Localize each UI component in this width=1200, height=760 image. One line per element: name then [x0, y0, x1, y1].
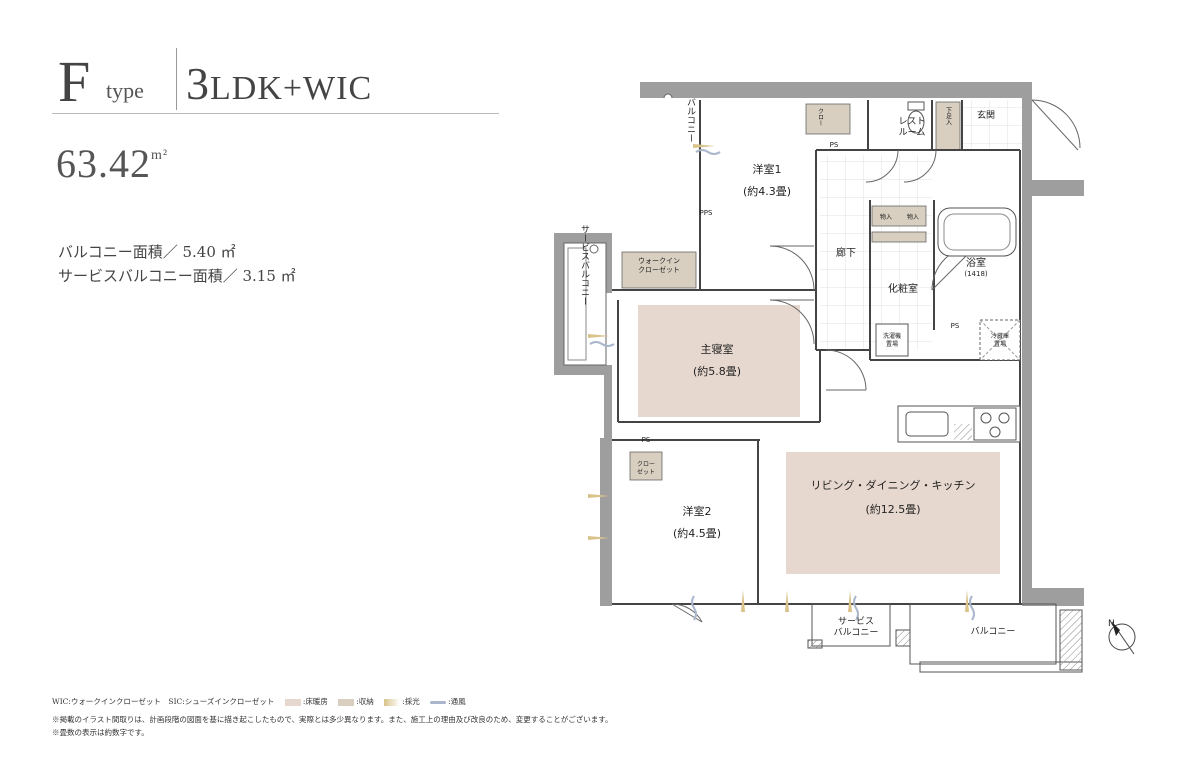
storage1-label: 物入: [880, 213, 892, 221]
floor-area-unit: m²: [151, 147, 169, 163]
kitchen-counter: [897, 405, 1021, 443]
type-word: type: [106, 78, 144, 103]
storage2-label: 物入: [907, 213, 919, 221]
washer-space: [875, 323, 909, 357]
note-disclaimer: ※掲載のイラスト間取りは、計画段階の図面を基に描き起こしたもので、実際とは多少異…: [52, 715, 613, 724]
washer-line2: 置場: [886, 340, 898, 348]
bath-name: 浴室: [966, 256, 986, 269]
compass-label: N: [1108, 619, 1115, 629]
washer-line1: 洗濯機: [883, 332, 901, 340]
ps-western2: PS: [642, 436, 651, 444]
toilet: [907, 101, 925, 134]
ps-top: PS: [830, 141, 839, 149]
legend-floor-heating: :床暖房: [302, 697, 328, 706]
bottom-balconies: [807, 603, 1083, 673]
closet2-line2: ゼット: [637, 468, 655, 476]
walkin-closet-line1: ウォークイン: [638, 257, 680, 265]
legend-ventilation: :通風: [448, 697, 466, 706]
header-rule: [52, 113, 499, 114]
room-labels: 洋室1 (約4.3畳) 主寝室 (約5.8畳) 洋室2 (約4.5畳) リビング…: [579, 97, 1015, 638]
restroom-line2: ルーム: [899, 127, 926, 138]
ldk-name: リビング・ダイニング・キッチン: [811, 478, 976, 492]
walkin-closet-line2: クローゼット: [638, 265, 680, 274]
closet1-line1: クロー: [817, 108, 824, 126]
western1-size: (約4.3畳): [743, 184, 791, 198]
plan-type: 3LDK+WIC: [186, 58, 372, 115]
legend-floor-heating-swatch: [284, 698, 301, 706]
ventilation-marks: [589, 149, 975, 621]
corridor-label: 廊下: [836, 246, 856, 259]
service-balcony-bottom-line1: サービス: [838, 616, 874, 627]
legend-daylight: :採光: [402, 697, 420, 706]
closet2-line1: クロー: [637, 461, 655, 468]
entrance-floor: [962, 100, 1022, 150]
header-divider: [176, 48, 177, 110]
pps-label: PPS: [700, 209, 713, 217]
balcony-area: バルコニー面積／ 5.40 ㎡: [58, 243, 236, 261]
note-tatami: ※畳数の表示は約数字です。: [52, 728, 149, 737]
fridge-line1: 冷蔵庫: [991, 332, 1009, 340]
shoes-label: 下足入: [945, 107, 952, 125]
plan-type-number: 3: [186, 58, 210, 109]
legend: WIC:ウォークインクローゼット SIC:シューズインクローゼット :床暖房 :…: [52, 696, 466, 707]
master-size: (約5.8畳): [693, 364, 741, 378]
ldk-size: (約12.5畳): [865, 502, 920, 516]
floor-area-value: 63.42: [56, 141, 151, 186]
floor-area: 63.42m²: [56, 140, 168, 187]
legend-daylight-swatch: [384, 698, 401, 706]
tiled-area: [820, 155, 932, 350]
service-balcony-bottom-line2: バルコニー: [834, 627, 879, 638]
service-balcony-area: サービスバルコニー面積／ 3.15 ㎡: [58, 267, 296, 285]
plan-type-rest: LDK+WIC: [210, 70, 373, 107]
floor-heating-master: [638, 305, 800, 417]
balcony-left-label: バルコニー: [685, 97, 696, 142]
fridge-line2: 置場: [994, 340, 1006, 348]
floor-heating-ldk: [786, 452, 1000, 574]
powder-label: 化粧室: [888, 282, 918, 295]
balcony-bottom-label: バルコニー: [971, 626, 1016, 637]
western2-size: (約4.5畳): [673, 526, 721, 540]
legend-abbr: WIC:ウォークインクローゼット SIC:シューズインクローゼット: [52, 697, 275, 706]
legend-storage: :収納: [356, 697, 374, 706]
western1-name: 洋室1: [753, 162, 782, 176]
compass: N: [1108, 619, 1136, 655]
master-name: 主寝室: [701, 342, 734, 356]
legend-ventilation-swatch: [430, 700, 447, 704]
storage-areas: [621, 101, 961, 481]
ps-right: PS: [951, 322, 960, 330]
door-swings: [671, 99, 1081, 623]
daylight-arrows: [588, 144, 969, 612]
entrance-label: 玄関: [977, 109, 995, 121]
legend-storage-swatch: [338, 698, 355, 706]
restroom-line1: レスト: [898, 117, 925, 127]
fridge-space: [979, 319, 1021, 361]
bathtub: [937, 207, 1017, 257]
western2-name: 洋室2: [683, 504, 712, 518]
bath-size: (1418): [964, 270, 988, 278]
service-balcony-left-label: サービスバルコニー: [579, 224, 590, 305]
type-letter: F: [58, 49, 91, 114]
service-balcony-left: [563, 242, 607, 366]
